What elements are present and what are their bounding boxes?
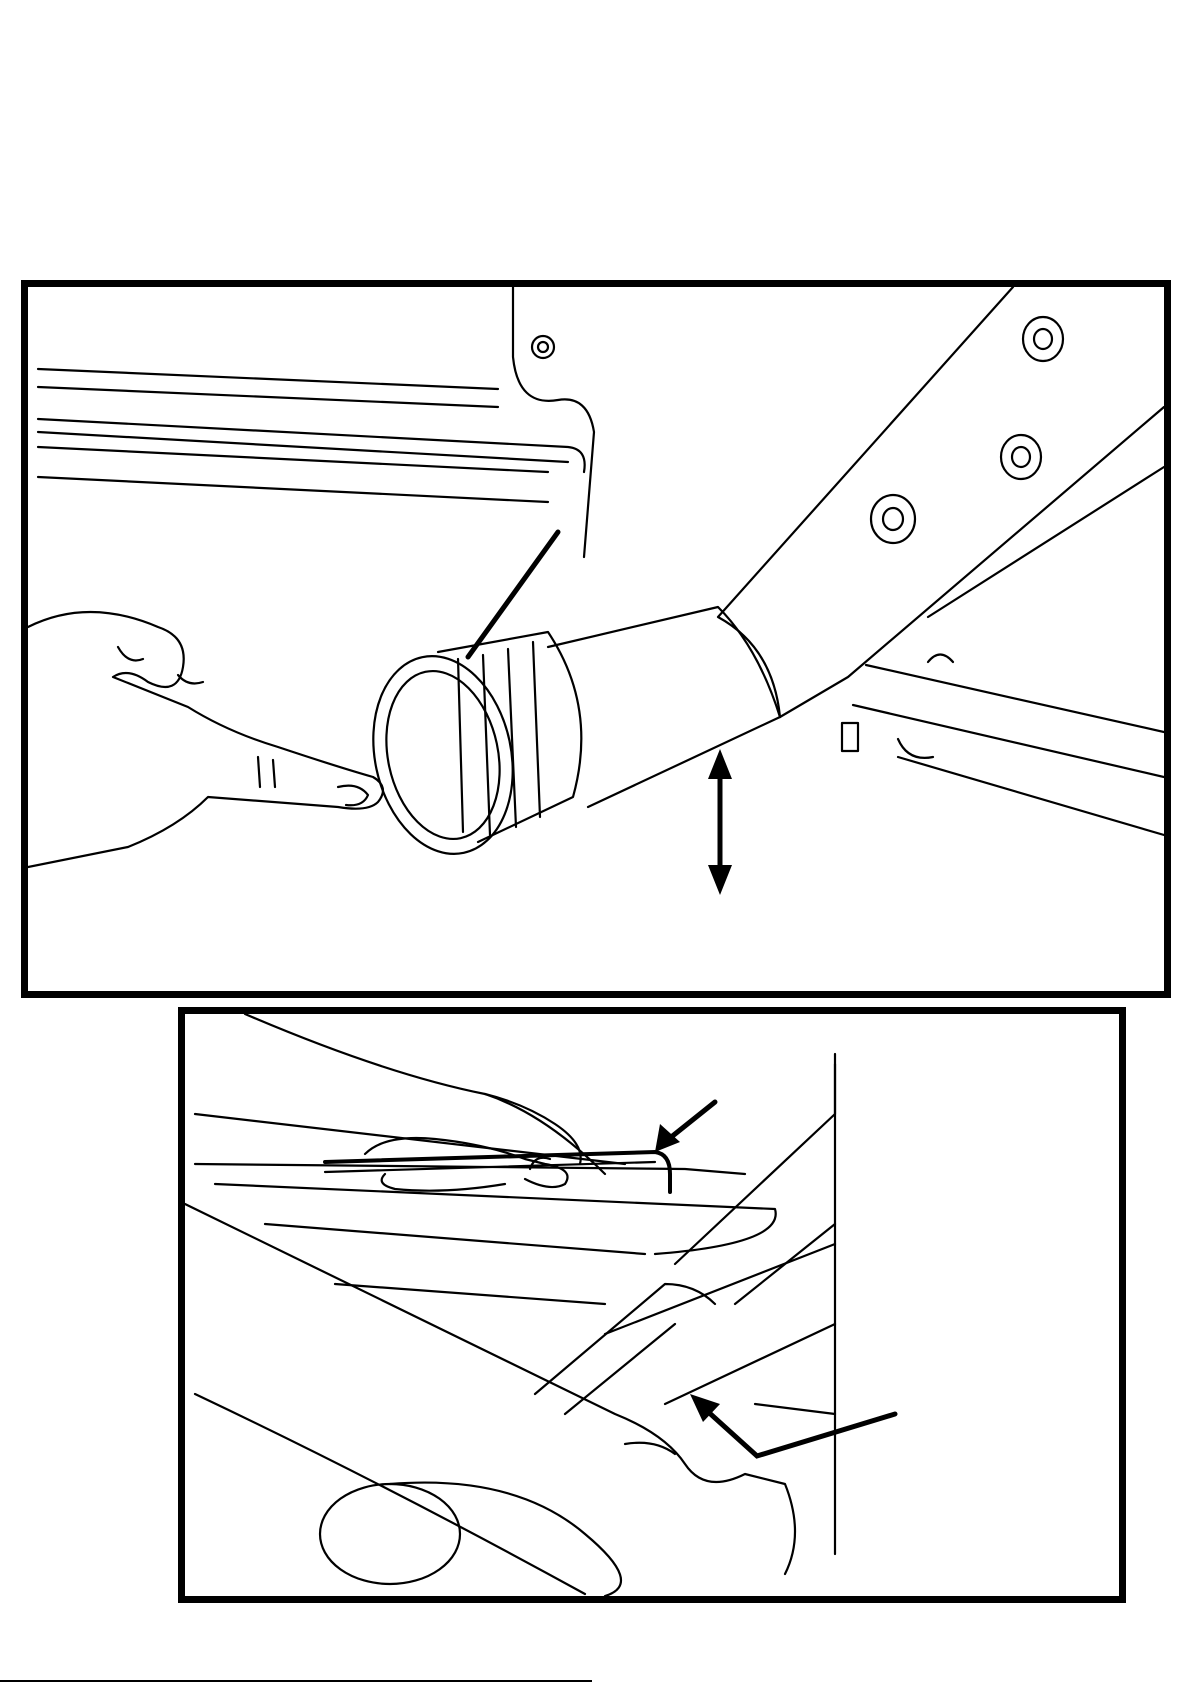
stabilizer-illustration: [28, 287, 1164, 991]
floor-foot: [320, 1483, 621, 1596]
hand-icon: [365, 1094, 581, 1191]
figure-panel-stabilizer: [21, 280, 1171, 998]
upright-tube: [718, 287, 1164, 717]
hand-icon: [28, 612, 383, 867]
allen-key-illustration: [185, 1014, 1119, 1596]
bolt-location-pointer: [690, 1394, 895, 1456]
cross-bar: [842, 655, 1164, 836]
double-headed-arrow-icon: [708, 749, 732, 895]
footnote-rule: [0, 1680, 592, 1682]
machine-frame: [195, 1064, 835, 1414]
base-frame: [38, 287, 594, 557]
allen-key-pointer: [655, 1102, 715, 1152]
figure-panel-allen-key: [178, 1007, 1126, 1603]
leveling-knob: [356, 632, 582, 867]
arm: [185, 1014, 795, 1594]
